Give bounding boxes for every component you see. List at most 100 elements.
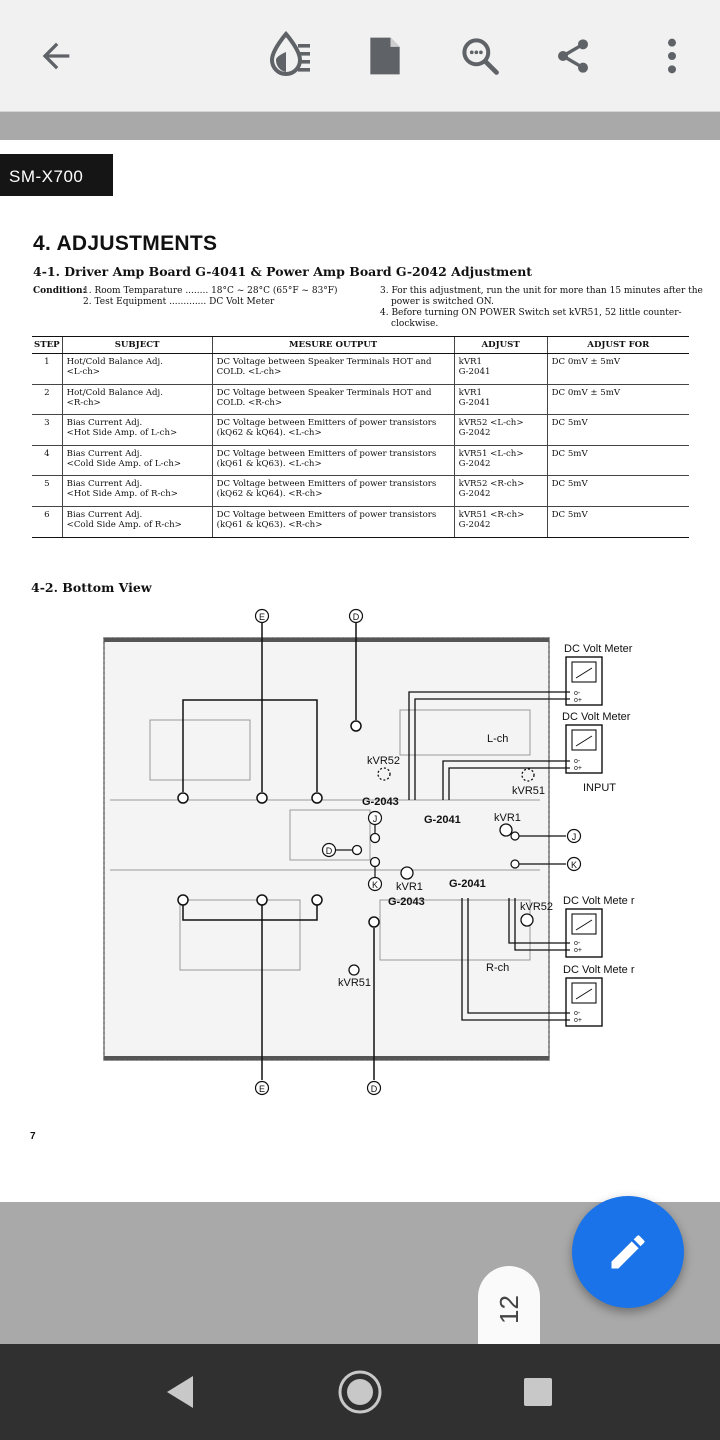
more-options-button[interactable]: [640, 24, 704, 88]
label-rch: R-ch: [486, 962, 509, 974]
cell-adjust: kVR51 <L-ch>G-2042: [453, 445, 548, 477]
cell-adjust-line: G-2042: [458, 519, 491, 530]
bottom-view-heading: 4-2. Bottom View: [31, 580, 152, 595]
top-app-bar: [0, 0, 720, 112]
cell-adjust-line: kVR51 <R-ch>: [458, 509, 525, 520]
label-g2043-lower: G-2043: [388, 896, 425, 908]
cell-adjust-for: DC 5mV: [546, 506, 689, 538]
bottom-view-diagram: E D E D J: [103, 608, 635, 1096]
cell-adjust-for-line: DC 0mV ± 5mV: [551, 357, 621, 367]
svg-text:o+: o+: [574, 765, 582, 772]
cell-output-line: COLD. <R-ch>: [216, 397, 283, 408]
cell-subject-line: <Hot Side Amp. of L-ch>: [66, 428, 178, 439]
cell-adjust: kVR51 <R-ch>G-2042: [453, 506, 548, 538]
label-g2041-upper: G-2041: [424, 814, 461, 826]
col-output: MESURE OUTPUT: [211, 336, 455, 354]
edit-fab-button[interactable]: [572, 1196, 684, 1308]
more-vert-icon: [668, 38, 676, 74]
document-icon: [370, 37, 400, 75]
table-row: 4 Bias Current Adj.<Cold Side Amp. of L-c…: [32, 445, 689, 477]
cell-output-line: (kQ62 & kQ64). <R-ch>: [216, 489, 323, 500]
cell-subject: Bias Current Adj.<Hot Side Amp. of L-ch>: [61, 414, 213, 446]
back-button[interactable]: [24, 24, 88, 88]
cell-adjust-line: kVR1: [458, 357, 482, 367]
cell-subject-line: Hot/Cold Balance Adj.: [66, 387, 163, 398]
search-button[interactable]: [448, 24, 512, 88]
point-k-center: K: [372, 880, 378, 890]
cell-adjust-for: DC 0mV ± 5mV: [546, 353, 689, 385]
cell-step: 4: [32, 445, 63, 477]
meter-4-label: DC Volt Mete r: [563, 964, 635, 976]
adjustment-table: STEP SUBJECT MESURE OUTPUT ADJUST ADJUST…: [32, 336, 689, 538]
label-kvr52-upper: kVR52: [367, 755, 400, 767]
label-g2041-lower: G-2041: [449, 878, 486, 890]
condition-2: 2. Test Equipment ............. DC Volt …: [83, 297, 275, 307]
cell-subject-line: <Cold Side Amp. of R-ch>: [66, 519, 182, 530]
svg-text:o-: o-: [574, 758, 581, 765]
cell-adjust-for-line: DC 5mV: [551, 509, 588, 520]
cell-output: DC Voltage between Emitters of power tra…: [211, 475, 455, 507]
share-icon: [558, 39, 588, 73]
cell-subject-line: <L-ch>: [66, 367, 100, 377]
nav-recents-button[interactable]: [510, 1364, 566, 1420]
cell-adjust-for: DC 5mV: [546, 475, 689, 507]
nav-home-icon: [338, 1370, 382, 1414]
label-kvr1-lower: kVR1: [396, 881, 423, 893]
svg-text:o-: o-: [574, 940, 581, 947]
arrow-back-icon: [42, 42, 70, 70]
col-subject: SUBJECT: [61, 336, 213, 354]
cell-adjust: kVR52 <L-ch>G-2042: [453, 414, 548, 446]
cell-subject: Bias Current Adj.<Cold Side Amp. of L-ch…: [61, 445, 213, 477]
cell-adjust-for-line: DC 0mV ± 5mV: [551, 387, 621, 398]
cell-adjust-for-line: DC 5mV: [551, 448, 588, 459]
cell-output-line: DC Voltage between Speaker Terminals HOT…: [216, 357, 432, 367]
page-indicator[interactable]: 12: [478, 1266, 540, 1352]
cell-output-line: (kQ61 & kQ63). <L-ch>: [216, 458, 322, 469]
cell-output-line: (kQ61 & kQ63). <R-ch>: [216, 519, 323, 530]
cell-output: DC Voltage between Speaker Terminals HOT…: [211, 353, 455, 385]
cell-subject-line: Bias Current Adj.: [66, 448, 143, 459]
meter-3-label: DC Volt Mete r: [563, 895, 635, 907]
cell-subject-line: <R-ch>: [66, 397, 101, 408]
cell-step-line: 4: [44, 448, 50, 459]
svg-text:o+: o+: [574, 697, 582, 704]
page-number: 7: [30, 1131, 36, 1142]
condition-label: Condition:: [33, 286, 86, 296]
cell-adjust-line: G-2041: [458, 367, 491, 377]
subsection-heading: 4-1. Driver Amp Board G-4041 & Power Amp…: [33, 264, 533, 279]
cell-subject-line: <Hot Side Amp. of R-ch>: [66, 489, 178, 500]
cell-step-line: 6: [44, 509, 50, 520]
document-page[interactable]: SM-X700 4. ADJUSTMENTS 4-1. Driver Amp B…: [0, 140, 720, 1202]
cell-step-line: 5: [44, 479, 50, 490]
label-kvr51-upper: kVR51: [512, 785, 545, 797]
point-j-center: J: [373, 814, 378, 824]
document-button[interactable]: [353, 24, 417, 88]
condition-3a: 3. For this adjustment, run the unit for…: [380, 286, 703, 296]
point-j-right: J: [572, 832, 577, 842]
point-k-right: K: [571, 860, 577, 870]
condition-4b: clockwise.: [391, 319, 439, 329]
cell-subject-line: Bias Current Adj.: [66, 509, 143, 520]
zoom-search-icon: [462, 38, 499, 75]
share-button[interactable]: [541, 24, 605, 88]
cell-adjust-line: G-2042: [458, 489, 491, 500]
cell-step: 3: [32, 414, 63, 446]
cell-output-line: DC Voltage between Emitters of power tra…: [216, 509, 437, 520]
cell-adjust: kVR52 <R-ch>G-2042: [453, 475, 548, 507]
cell-adjust-line: kVR52 <L-ch>: [458, 418, 524, 429]
nav-home-button[interactable]: [332, 1364, 388, 1420]
cell-output-line: (kQ62 & kQ64). <L-ch>: [216, 428, 322, 439]
col-adjust-for: ADJUST FOR: [546, 336, 689, 354]
cell-adjust-line: G-2041: [458, 397, 491, 408]
cell-adjust-line: kVR1: [458, 387, 482, 398]
cell-subject: Hot/Cold Balance Adj.<R-ch>: [61, 384, 213, 416]
ink-drop-button[interactable]: [258, 24, 322, 88]
cell-output: DC Voltage between Speaker Terminals HOT…: [211, 384, 455, 416]
nav-back-button[interactable]: [152, 1364, 208, 1420]
point-e-top: E: [259, 612, 265, 622]
condition-4a: 4. Before turning ON POWER Switch set kV…: [380, 308, 682, 318]
nav-recents-icon: [524, 1378, 552, 1406]
table-header-row: STEP SUBJECT MESURE OUTPUT ADJUST ADJUST…: [32, 336, 689, 354]
